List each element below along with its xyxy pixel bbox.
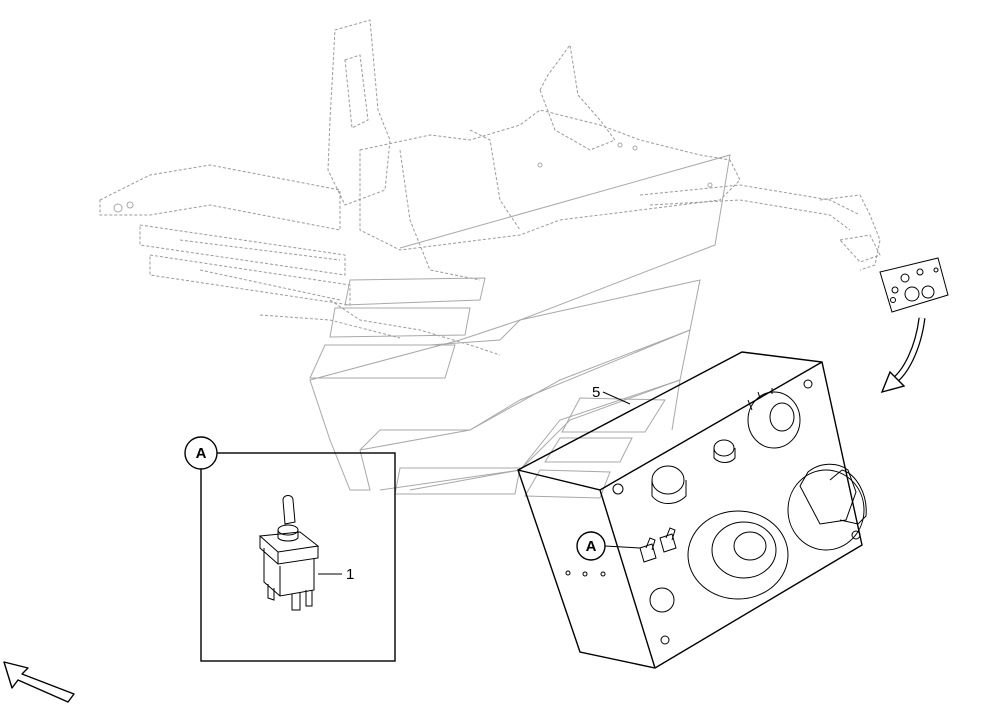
toggle-switch-detail xyxy=(258,495,320,611)
direction-arrow-icon xyxy=(3,661,75,703)
joystick-icon xyxy=(787,463,867,551)
dial-knob xyxy=(747,388,801,449)
toggle-switch-icon xyxy=(639,527,677,563)
control-panel-enlarged xyxy=(517,351,867,669)
callout-letter: A xyxy=(586,538,597,555)
label-item-5: 5 xyxy=(592,384,631,405)
round-knob xyxy=(651,465,687,504)
callout-letter: A xyxy=(196,445,207,462)
item-number: 5 xyxy=(592,384,600,401)
small-knob xyxy=(713,439,736,463)
remote-panel-small xyxy=(879,257,949,313)
machine-frame-ghost xyxy=(99,19,881,356)
console-housing xyxy=(309,154,731,499)
curved-arrow-icon xyxy=(880,317,926,394)
item-number: 1 xyxy=(346,566,354,583)
detail-box-a: A 1 xyxy=(184,436,396,662)
push-button xyxy=(687,510,789,600)
callout-panel-a: A xyxy=(576,531,641,561)
